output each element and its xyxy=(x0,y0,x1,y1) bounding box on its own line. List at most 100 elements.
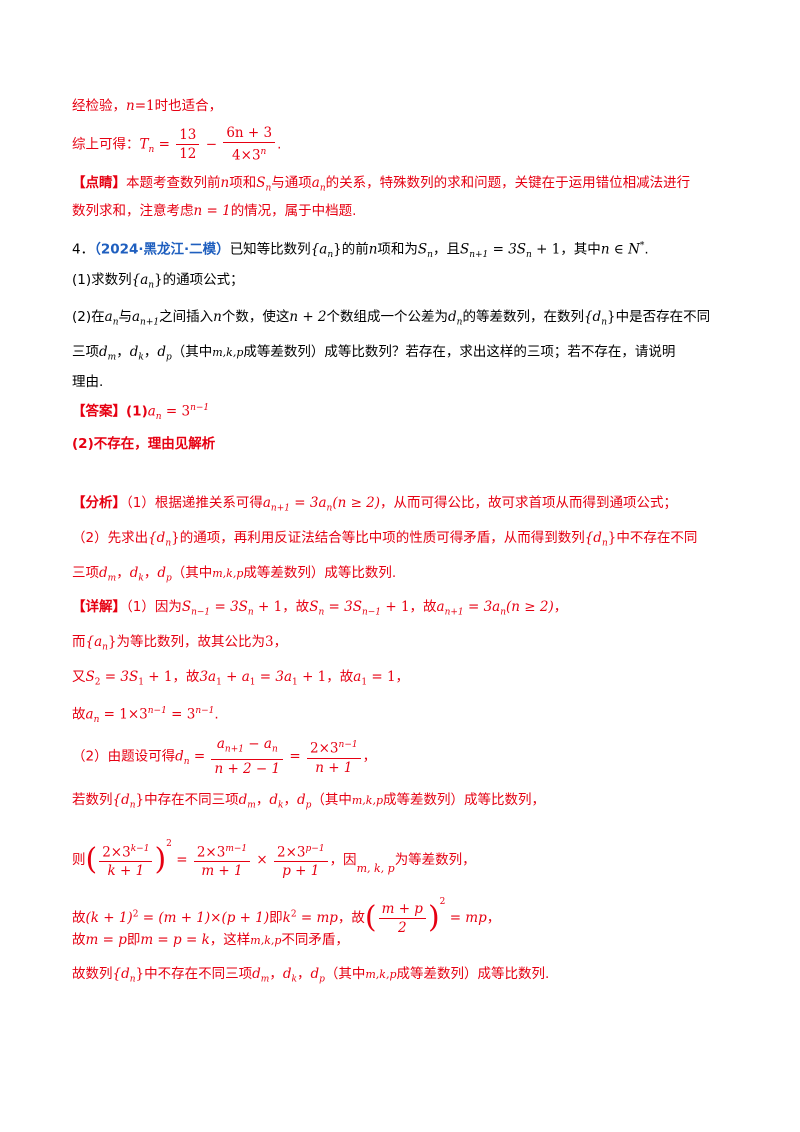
detail-line-8: 故(k + 1)2 = (m + 1)×(p + 1)即k2 = mp，故(m … xyxy=(72,880,500,940)
math: m xyxy=(247,800,256,811)
math: (n ≥ 2) xyxy=(332,495,381,511)
text: 成等差数列）成等比数列？若存在，求出这样的三项；若不存在，请说明 xyxy=(243,344,676,360)
math: k−1 xyxy=(130,843,150,854)
text: 的前 xyxy=(341,241,369,258)
text: 个数，使这 xyxy=(221,309,290,325)
text: 成等差数列）成等比数列， xyxy=(383,792,546,808)
text: ， xyxy=(143,344,158,360)
math: 2×3 xyxy=(102,844,131,861)
detail-line-4: 故an = 1×3n−1 = 3n−1. xyxy=(72,701,219,730)
math: n = 1 xyxy=(193,203,231,219)
math: m,k,p xyxy=(365,968,397,981)
text: ， xyxy=(362,748,377,765)
math: d xyxy=(238,792,248,808)
math: n−1 xyxy=(191,607,211,618)
math: p xyxy=(165,352,172,363)
math: n+1 xyxy=(140,317,160,328)
math: } xyxy=(333,241,342,258)
math: + 1 xyxy=(143,669,173,685)
numerator: an+1 − an xyxy=(211,735,284,760)
math: 2 xyxy=(166,839,172,849)
math: m−1 xyxy=(225,843,248,854)
math: n−1 xyxy=(338,740,358,751)
text: (2)不存在，理由见解析 xyxy=(72,436,216,452)
denominator: n + 2 − 1 xyxy=(214,760,281,777)
text: ， xyxy=(255,792,270,808)
math: = 3S xyxy=(324,599,362,615)
math: } xyxy=(135,966,145,982)
math: 1 xyxy=(216,677,222,688)
math: k xyxy=(291,974,297,985)
math: a xyxy=(216,736,225,752)
math: = 3a xyxy=(463,599,501,615)
math: d xyxy=(448,309,457,325)
math: } xyxy=(171,530,180,546)
math: k xyxy=(138,573,144,584)
math: n xyxy=(102,642,108,653)
text: ， xyxy=(116,344,130,360)
text: ， xyxy=(553,599,568,615)
text: 个数组成一个公差为 xyxy=(326,309,449,325)
text: ，故 xyxy=(172,669,200,685)
math: n+1 xyxy=(469,250,489,261)
denominator: 12 xyxy=(179,145,197,162)
text: 则 xyxy=(72,852,86,868)
math: = xyxy=(171,852,192,868)
text: 本题考查数列前 xyxy=(126,175,221,191)
math: S xyxy=(181,599,192,615)
text: 时也适合， xyxy=(154,98,223,114)
text: 为等比数列，故其公比为 xyxy=(116,634,266,650)
math: a xyxy=(147,403,156,420)
text: (1) xyxy=(126,403,148,420)
math: n xyxy=(526,250,532,261)
math: = 3S xyxy=(210,599,248,615)
math: n xyxy=(129,974,136,985)
text: ，因 xyxy=(329,852,357,868)
math: 2 xyxy=(439,897,446,907)
text: 与 xyxy=(118,309,132,325)
denominator: p + 1 xyxy=(282,863,320,880)
text: （其中 xyxy=(171,565,213,581)
math: + 1 xyxy=(531,241,561,258)
math: m xyxy=(260,974,270,985)
text: 三项 xyxy=(72,344,99,360)
text: 三项 xyxy=(72,565,99,581)
math: − a xyxy=(243,736,272,752)
math: S xyxy=(256,175,266,191)
math: 3a xyxy=(199,669,217,685)
math: a xyxy=(262,495,271,511)
math: k xyxy=(282,910,291,926)
text: ，故 xyxy=(337,910,365,926)
text: （2）先求出 xyxy=(72,530,149,546)
text: 已知等比数列 xyxy=(229,241,311,258)
math: = mp xyxy=(296,910,338,926)
answer-line-1: 【答案】(1)an = 3n−1 xyxy=(72,398,209,427)
math: {d xyxy=(584,530,602,546)
text: 中不存在不同 xyxy=(616,530,698,546)
math: n xyxy=(148,144,155,155)
math: m,k,p xyxy=(250,934,282,947)
math: k xyxy=(277,800,284,811)
math: n xyxy=(155,412,162,423)
math: n xyxy=(265,183,272,194)
text: (2)在 xyxy=(72,309,105,325)
question-line-4: 三项dm，dk，dp（其中m,k,p成等差数列）成等比数列？若存在，求出这样的三… xyxy=(72,342,675,368)
analysis-line-1: 【分析】（1）根据递推关系可得an+1 = 3an(n ≥ 2)，从而可得公比，… xyxy=(72,493,677,519)
text: 项和 xyxy=(229,175,257,191)
text: . xyxy=(277,136,282,153)
text: ，其中 xyxy=(560,241,601,258)
text: 故 xyxy=(72,910,86,926)
math: − xyxy=(201,136,222,153)
math: k xyxy=(138,352,144,363)
math: d xyxy=(129,344,139,360)
math: = 3S xyxy=(100,669,139,685)
text: 之间插入 xyxy=(159,309,214,325)
math: a xyxy=(436,599,445,615)
math: ( xyxy=(364,900,377,935)
text-line-1: 经检验，n=1时也适合， xyxy=(72,96,222,116)
math: 2 xyxy=(290,909,297,920)
question-line-5: 理由. xyxy=(72,372,103,392)
